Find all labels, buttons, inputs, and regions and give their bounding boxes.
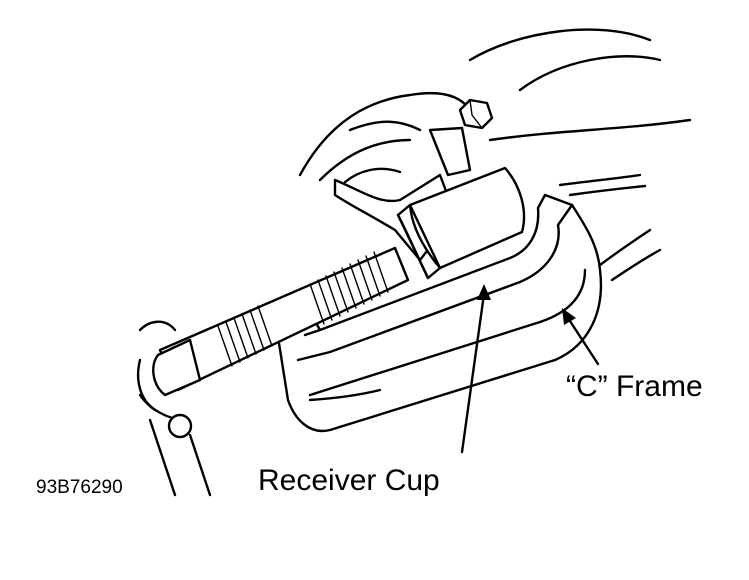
- c-frame-label: “C” Frame: [566, 370, 703, 403]
- receiver-cup: [396, 166, 526, 280]
- arrow-head-cframe: [562, 308, 576, 325]
- hand: [136, 320, 212, 497]
- knuckle-outline: [298, 28, 692, 282]
- receiver-cup-label: Receiver Cup: [258, 464, 440, 497]
- leader-lines: [460, 284, 600, 454]
- figure-id-label: 93B76290: [36, 477, 123, 498]
- forcing-screw: [152, 246, 410, 397]
- ball-joint-stud: [333, 98, 494, 262]
- arrow-head-receiver: [477, 284, 491, 300]
